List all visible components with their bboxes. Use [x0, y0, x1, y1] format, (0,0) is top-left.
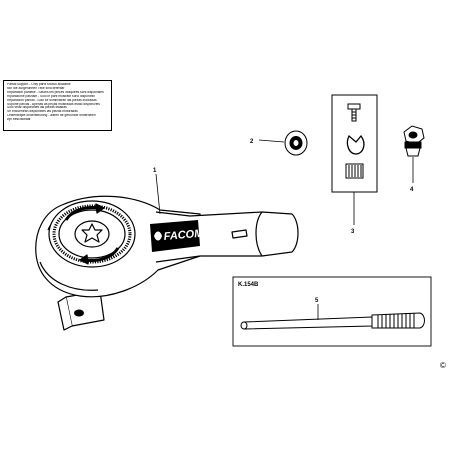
brand-logo-text: FACOM [163, 227, 204, 242]
notice-line: Reparation partielle - Seules les pièces… [7, 90, 104, 94]
screw-part [347, 103, 361, 122]
copyright-symbol: © [440, 361, 446, 370]
callout-4: 4 [410, 187, 414, 193]
notice-line: Suporte parcial - Apenas as peças mostra… [7, 102, 100, 106]
leader-line-1 [155, 173, 161, 215]
callout-5: 5 [315, 298, 319, 304]
kit-k154b-label: K.154B [238, 282, 259, 288]
extension-bar-part [240, 312, 425, 330]
notice-line: zijn beschikbaar [7, 118, 31, 122]
notice-line: Nur die aufgeführten Teile sind lieferba… [7, 86, 65, 90]
notice-line: Onderdelijke ondersteuning - alleen de g… [7, 114, 96, 118]
notice-line: Riparazione parziale - Solo le parti mos… [7, 94, 95, 98]
pawl-part [345, 163, 364, 179]
notice-line: Solo velar disponibles las piezas listad… [7, 106, 67, 110]
callout-1: 1 [153, 168, 157, 174]
ratchet-wrench: FACOM [35, 195, 299, 331]
torx-star [81, 223, 103, 243]
repair-kit-box [331, 94, 378, 193]
notice-line: Partial support - Only parts shown avail… [7, 83, 71, 86]
callout-3: 3 [351, 229, 355, 235]
washer-part [284, 130, 308, 156]
leader-line-2 [258, 139, 285, 143]
spring-clip-part [346, 134, 365, 155]
callout-2: 2 [250, 139, 254, 145]
notice-line: Se encuentran disponibles las piezas mos… [7, 110, 78, 114]
partial-support-notice: Partial support - Only parts shown avail… [3, 80, 112, 131]
notice-line: Reparación parcial - Sólo se suministran… [7, 98, 97, 102]
release-button-part [403, 125, 425, 157]
kit-k154b-frame [232, 276, 432, 347]
